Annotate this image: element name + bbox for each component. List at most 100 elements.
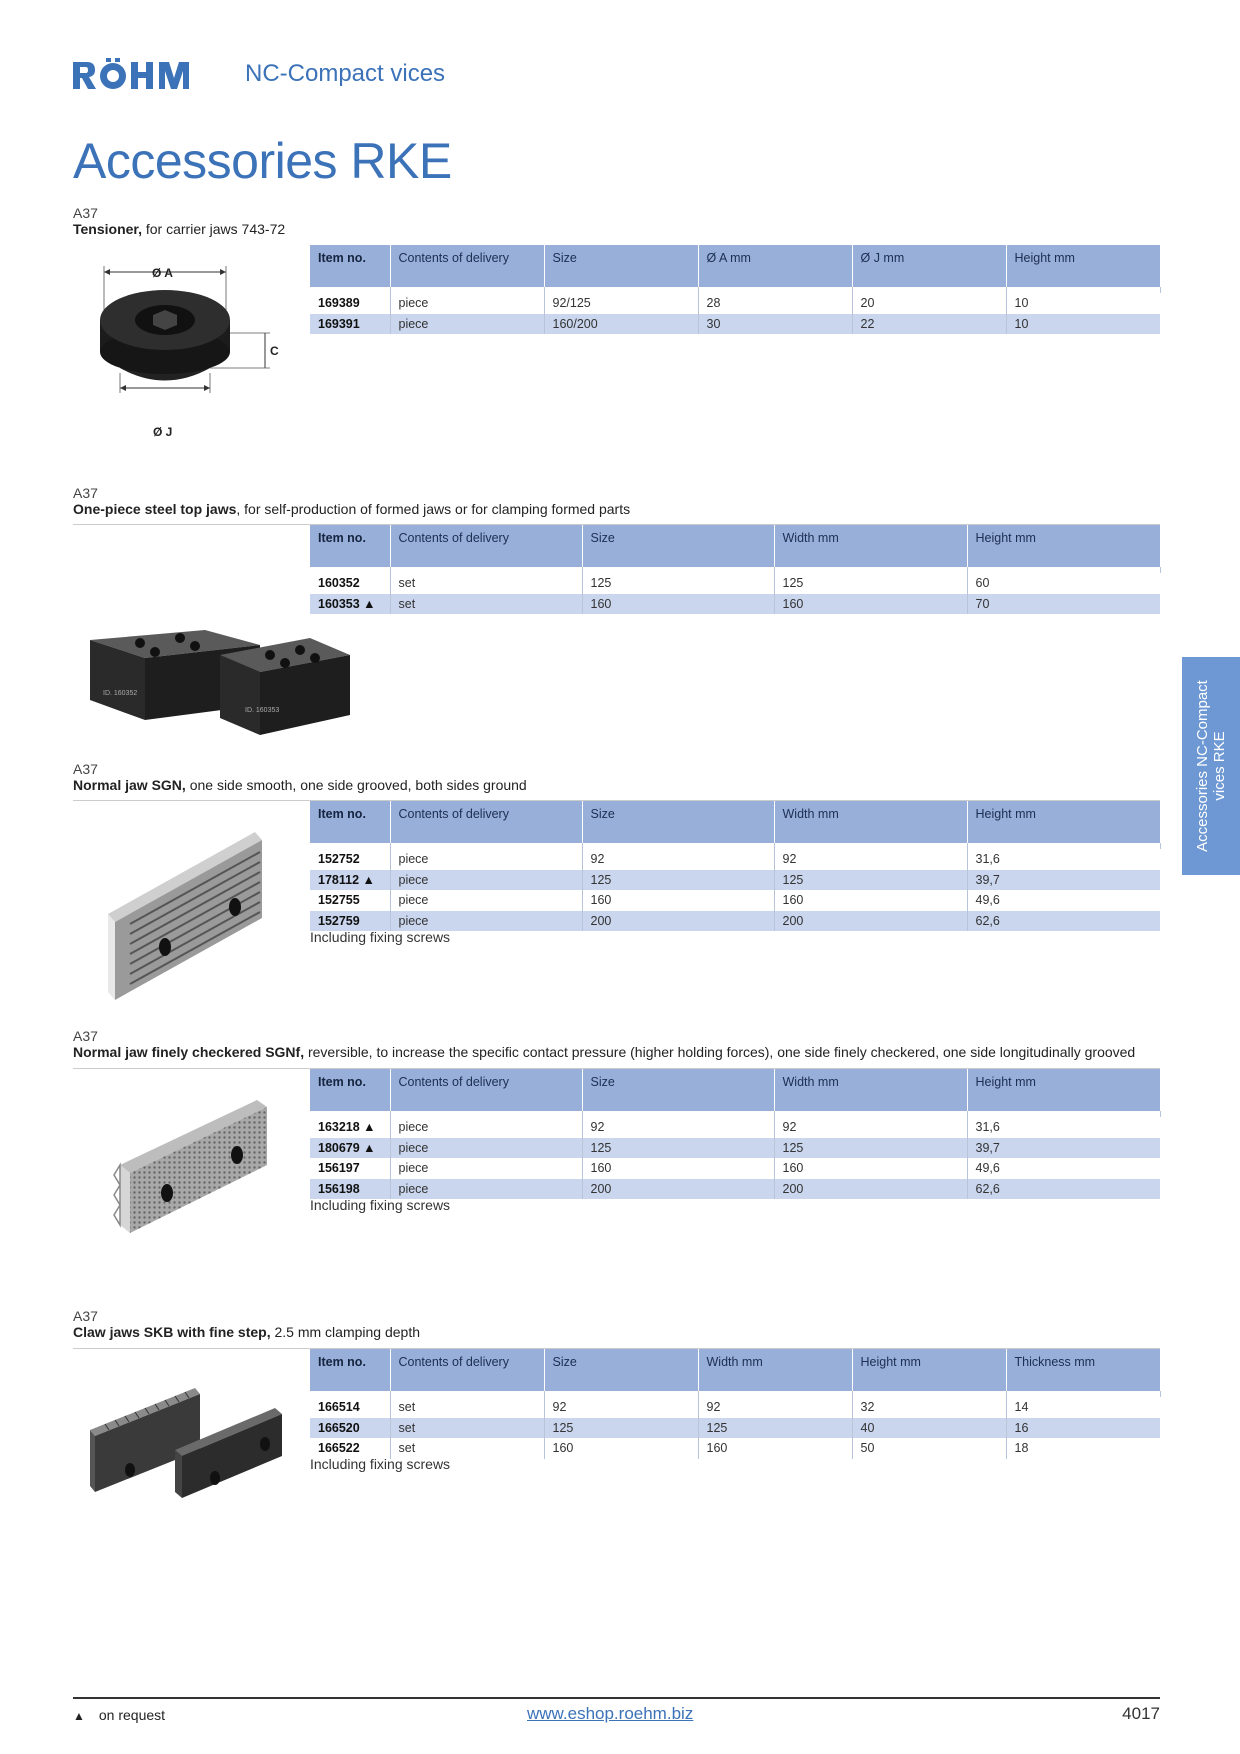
item-no: 169391 (310, 313, 391, 334)
col-header: Width mm (698, 1349, 853, 1391)
cell: piece (390, 890, 583, 911)
cell: 10 (1014, 296, 1029, 311)
item-no: 160353 ▲ (310, 593, 391, 614)
page-number: 4017 (1122, 1704, 1160, 1723)
section-code: A37 (73, 1308, 98, 1324)
cell: 160 (544, 1438, 699, 1459)
product-desc: , for self-production of formed jaws or … (236, 501, 631, 517)
cell: 31,6 (975, 852, 1000, 867)
side-tab: Accessories NC-Compact vices RKE (1182, 657, 1240, 875)
section-divider (73, 524, 1160, 525)
table-row: 169389 piece 92/125 28 20 10 (310, 293, 1160, 314)
cell: 200 (774, 1178, 968, 1199)
top-jaws-image: ID. 160352 ID. 160353 (90, 630, 350, 735)
col-header: Thickness mm (1014, 1355, 1096, 1369)
cell: 62,6 (975, 913, 1000, 928)
col-header: Size (582, 1069, 775, 1111)
table-row: 163218 ▲ piece 92 92 31,6 (310, 1117, 1160, 1138)
item-no: 152755 (310, 890, 391, 911)
col-header: Width mm (774, 801, 968, 843)
cell: 40 (852, 1417, 1007, 1438)
product-table-top-jaws: Item no. Contents of delivery Size Width… (310, 525, 1161, 614)
cell: 160 (582, 593, 775, 614)
cell: 200 (582, 910, 775, 931)
product-desc: one side smooth, one side grooved, both … (185, 777, 527, 793)
section-code: A37 (73, 1028, 98, 1044)
cell: 39,7 (975, 872, 1000, 887)
page-title: Accessories RKE (73, 133, 452, 189)
jaw-id-label: ID. 160353 (245, 707, 279, 714)
table-row: 160352 set 125 125 60 (310, 573, 1160, 594)
cell: 28 (698, 293, 853, 314)
cell: piece (390, 910, 583, 931)
cell: 125 (698, 1417, 853, 1438)
col-header: Width mm (774, 525, 968, 567)
cell: 60 (975, 576, 990, 591)
col-header: Ø J mm (852, 245, 1007, 287)
col-header: Item no. (310, 525, 391, 567)
section-divider (73, 1068, 1160, 1069)
col-header: Contents of delivery (390, 1349, 545, 1391)
cell: 50 (852, 1438, 1007, 1459)
table-row: 152752 piece 92 92 31,6 (310, 849, 1160, 870)
cell: piece (390, 313, 545, 334)
product-desc: for carrier jaws 743-72 (141, 221, 286, 237)
cell: 125 (582, 1137, 775, 1158)
product-name: One-piece steel top jaws (73, 501, 237, 517)
cell: 200 (774, 910, 968, 931)
website-link[interactable]: www.eshop.roehm.biz (527, 1704, 694, 1723)
cell: piece (390, 1137, 583, 1158)
cell: 160 (582, 1158, 775, 1179)
dim-label-c: C (270, 344, 279, 358)
product-desc: 2.5 mm clamping depth (270, 1324, 420, 1340)
cell: 30 (698, 313, 853, 334)
section-divider (73, 1348, 1160, 1349)
col-header: Item no. (310, 1349, 391, 1391)
item-no: 178112 ▲ (310, 869, 391, 890)
cell: 92 (698, 1397, 853, 1418)
cell: 125 (582, 573, 775, 594)
item-no: 156198 (310, 1178, 391, 1199)
tensioner-drawing: Ø A C Ø J (100, 266, 279, 439)
cell: set (390, 1438, 545, 1459)
cell: 125 (774, 573, 968, 594)
section-description: Normal jaw finely checkered SGNf, revers… (73, 1044, 1135, 1060)
footer-divider (73, 1697, 1160, 1699)
table-note: Including fixing screws (310, 1197, 451, 1213)
catalog-subtitle: NC-Compact vices (245, 60, 446, 87)
col-header: Size (582, 525, 775, 567)
table-row: 180679 ▲ piece 125 125 39,7 (310, 1137, 1160, 1158)
cell: 22 (852, 313, 1007, 334)
product-table-tensioner: Item no. Contents of delivery Size Ø A m… (310, 245, 1161, 334)
product-name: Normal jaw SGN, (73, 777, 186, 793)
claw-jaws-image (90, 1388, 282, 1498)
cell: 200 (582, 1178, 775, 1199)
footnote-text: on request (98, 1707, 166, 1723)
col-header: Contents of delivery (390, 245, 545, 287)
item-no: 166520 (310, 1417, 391, 1438)
cell: 160 (774, 1158, 968, 1179)
col-header: Height mm (852, 1349, 1007, 1391)
section-code: A37 (73, 485, 98, 501)
section-divider (73, 800, 1160, 801)
cell: 49,6 (975, 893, 1000, 908)
cell: 32 (852, 1397, 1007, 1418)
table-row: 166520 set 125 125 40 16 (310, 1417, 1160, 1438)
cell: 92 (582, 1117, 775, 1138)
cell: piece (390, 869, 583, 890)
col-header: Height mm (975, 1075, 1036, 1089)
table-note: Including fixing screws (310, 929, 451, 945)
item-no: 152752 (310, 849, 391, 870)
item-no: 152759 (310, 910, 391, 931)
cell: 16 (1014, 1420, 1029, 1435)
table-row: 156198 piece 200 200 62,6 (310, 1178, 1160, 1199)
cell: 92 (774, 849, 968, 870)
section-description: Tensioner, for carrier jaws 743-72 (73, 221, 285, 237)
item-no: 166522 (310, 1438, 391, 1459)
col-header: Item no. (310, 1069, 391, 1111)
dim-label-j: Ø J (153, 425, 172, 439)
cell: 20 (852, 293, 1007, 314)
product-table-skb: Item no. Contents of delivery Size Width… (310, 1349, 1161, 1459)
cell: 10 (1014, 316, 1029, 331)
cell: set (390, 593, 583, 614)
